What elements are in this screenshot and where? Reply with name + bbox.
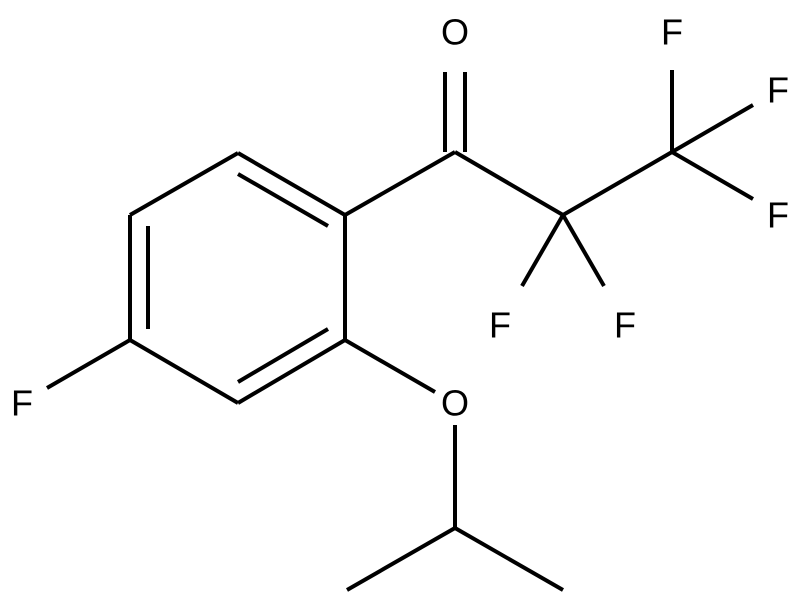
atom-label-ring-fluorine: F	[11, 383, 33, 424]
bond-ring-carbonyl	[344, 150, 456, 217]
bond-ring-5	[236, 338, 347, 405]
atom-label-cf3-fluorine-right: F	[767, 70, 789, 111]
atom-label-cf3-fluorine-top: F	[661, 12, 683, 53]
bond-ring-2	[129, 151, 239, 217]
bond-ring-1-inner	[236, 172, 330, 228]
atom-label-cf2-fluorine-left: F	[489, 305, 511, 346]
bond-carbonyl-cf2	[453, 150, 565, 217]
bond-ring-o-ether	[343, 338, 437, 394]
bond-ring-5-inner	[236, 327, 330, 384]
bond-cf3-f-lower	[670, 150, 755, 201]
atom-label-cf2-fluorine-right: F	[614, 305, 636, 346]
bond-cf3-f-right	[670, 103, 755, 154]
bond-ch-ch3-left	[346, 526, 456, 592]
bond-cf2-f-left	[520, 213, 565, 288]
bond-ring-4	[128, 338, 240, 405]
atom-label-carbonyl-oxygen: O	[441, 12, 469, 53]
bond-ring-f	[45, 338, 132, 390]
bond-cf2-cf3	[561, 150, 674, 217]
bond-ring-1	[236, 151, 347, 217]
bond-ch-ch3-right	[454, 526, 564, 592]
atom-label-ether-oxygen: O	[441, 383, 469, 424]
bond-cf2-f-right	[561, 213, 606, 288]
atom-label-cf3-fluorine-lower: F	[767, 195, 789, 236]
